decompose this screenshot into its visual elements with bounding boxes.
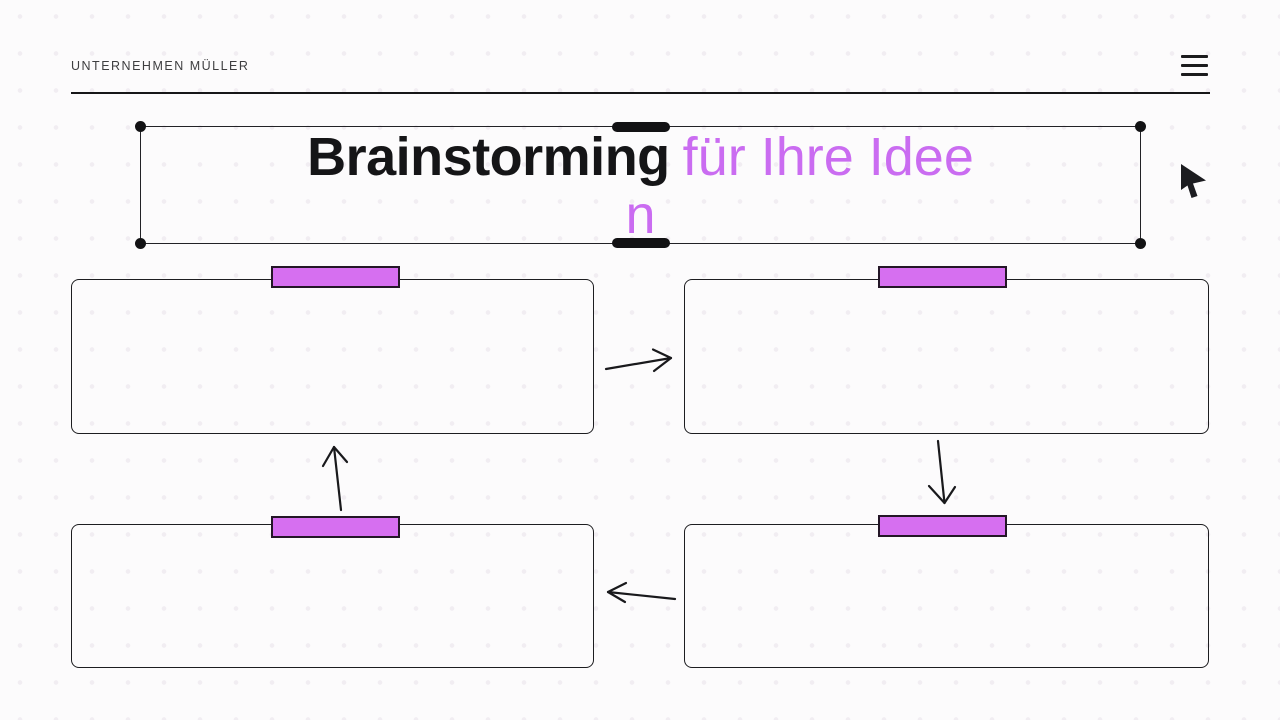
hamburger-bar (1181, 55, 1208, 58)
arrow-shaft (332, 445, 343, 512)
resize-handle-bottom-left[interactable] (135, 238, 146, 249)
arrow-shaft (606, 590, 677, 601)
idea-box-bottom-left[interactable] (71, 524, 594, 668)
resize-handle-bottom-center[interactable] (611, 238, 670, 248)
arrow-shaft (604, 356, 673, 371)
box-tab-top-right[interactable] (878, 266, 1007, 288)
arrow-head (606, 581, 628, 604)
resize-handle-bottom-right[interactable] (1135, 238, 1146, 249)
connector-arrow-right[interactable] (604, 348, 673, 373)
hamburger-bar (1181, 73, 1208, 76)
connector-arrow-up[interactable] (321, 445, 349, 512)
mouse-cursor (1181, 164, 1206, 198)
arrow-head (927, 484, 957, 505)
idea-box-bottom-right[interactable] (684, 524, 1209, 668)
hamburger-menu-icon[interactable] (1181, 55, 1208, 76)
resize-handle-top-right[interactable] (1135, 121, 1146, 132)
arrow-shaft (936, 439, 946, 505)
resize-handle-top-left[interactable] (135, 121, 146, 132)
company-name-text[interactable]: UNTERNEHMEN MÜLLER (71, 59, 250, 73)
connector-arrow-left[interactable] (606, 581, 677, 604)
idea-box-top-left[interactable] (71, 279, 594, 434)
title-segment-purple-wrap: n (625, 185, 656, 245)
box-tab-bottom-right[interactable] (878, 515, 1007, 537)
resize-handle-top-center[interactable] (611, 122, 670, 132)
title-segment-purple: für Ihre Idee (682, 127, 974, 187)
title-wrap-line: n (141, 186, 1140, 244)
title-segment-black: Brainstorming (307, 127, 670, 187)
arrow-head (321, 445, 349, 468)
box-tab-top-left[interactable] (271, 266, 400, 288)
idea-box-top-right[interactable] (684, 279, 1209, 434)
box-tab-bottom-left[interactable] (271, 516, 400, 538)
connector-arrow-down[interactable] (927, 439, 957, 505)
arrow-head (651, 348, 673, 373)
cursor-shape (1181, 164, 1206, 198)
hamburger-bar (1181, 64, 1208, 67)
header-divider-line[interactable] (71, 92, 1210, 94)
